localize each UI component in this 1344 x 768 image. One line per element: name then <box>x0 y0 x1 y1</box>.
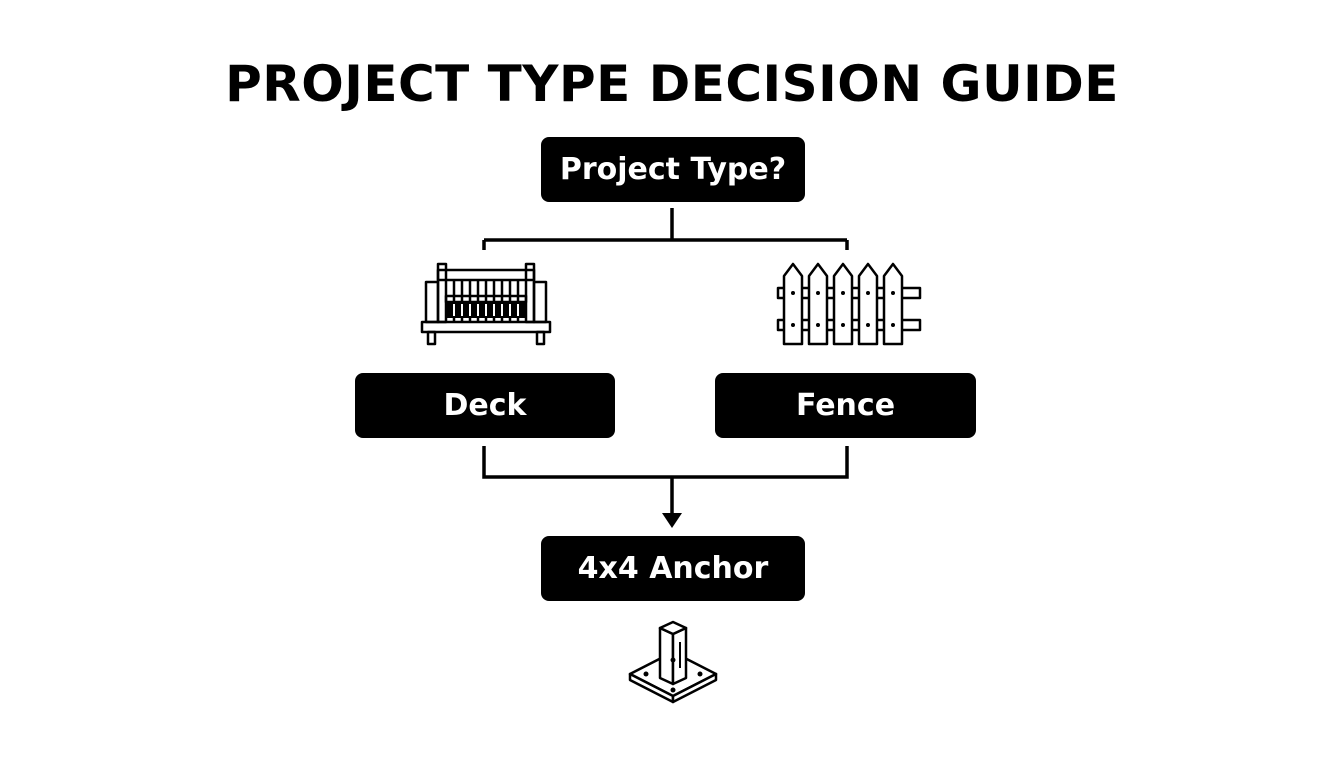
diagram-title: PROJECT TYPE DECISION GUIDE <box>225 55 1119 113</box>
arrowhead-to-anchor <box>662 513 682 528</box>
edge-branches-to-anchor <box>482 446 849 514</box>
node-label: 4x4 Anchor <box>577 551 769 586</box>
deck-icon <box>420 262 552 346</box>
node-4x4-anchor[interactable]: 4x4 Anchor <box>541 536 805 601</box>
node-project-type-question[interactable]: Project Type? <box>541 137 805 202</box>
node-deck[interactable]: Deck <box>355 373 615 438</box>
node-fence[interactable]: Fence <box>715 373 976 438</box>
edge-question-to-branches <box>482 208 849 250</box>
node-label: Deck <box>443 388 527 423</box>
post-anchor-icon <box>628 620 718 704</box>
fence-icon <box>776 262 922 346</box>
node-label: Fence <box>795 388 896 423</box>
node-label: Project Type? <box>559 152 787 187</box>
